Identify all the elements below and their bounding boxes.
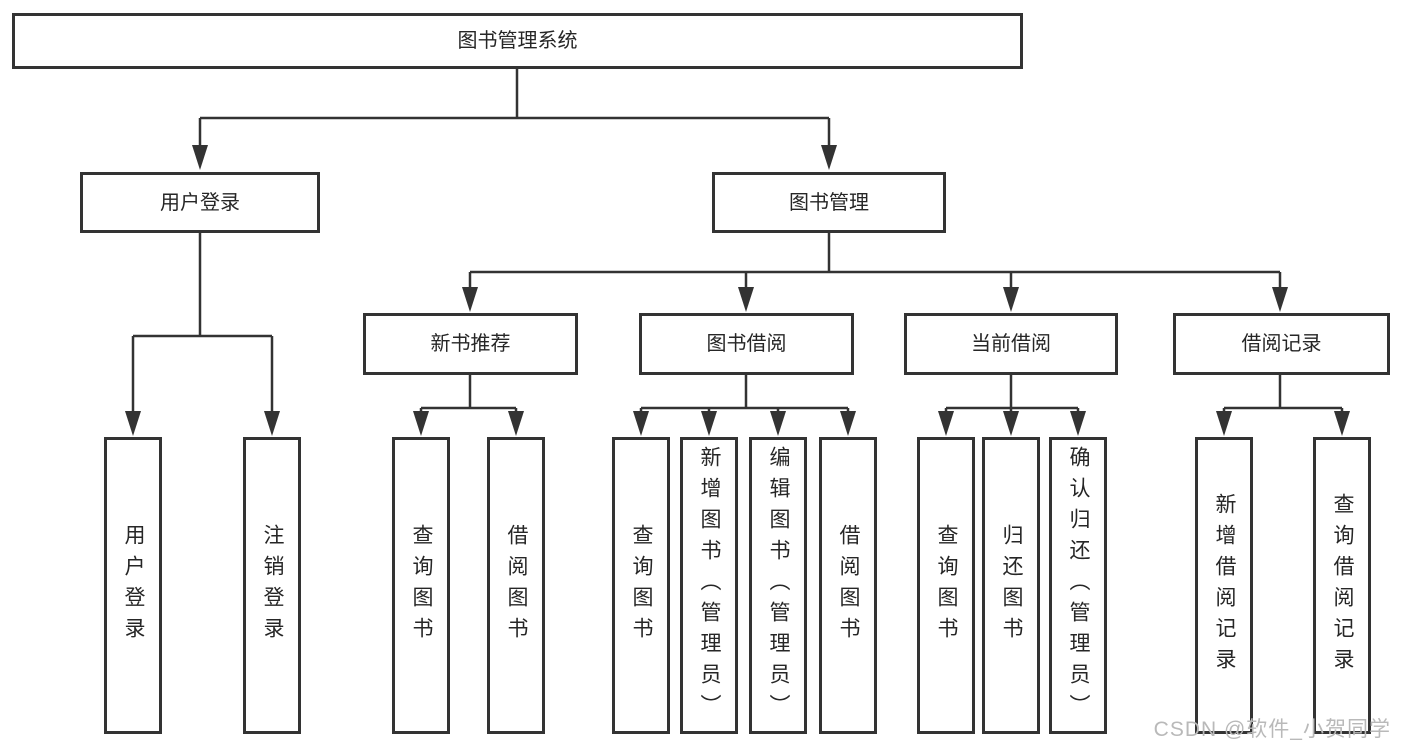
node-leaf-record-query: 查询借阅记录 [1313, 437, 1371, 734]
node-user-login: 用户登录 [80, 172, 320, 233]
node-new-book-recommend: 新书推荐 [363, 313, 578, 375]
node-leaf-borrow-edit-book-label: 编辑图书（管理员） [767, 446, 791, 725]
connector-root-to-level2 [192, 69, 837, 170]
node-leaf-current-query-book-label: 查询图书 [935, 523, 959, 648]
node-leaf-current-confirm-return: 确认归还（管理员） [1049, 437, 1107, 734]
connector-user-login-to-leaves [125, 233, 280, 436]
connector-new-book-recommend-to-leaves [413, 375, 524, 436]
connector-book-borrow-to-leaves [633, 375, 856, 436]
node-leaf-borrow-borrow-book: 借阅图书 [819, 437, 877, 734]
node-book-management: 图书管理 [712, 172, 946, 233]
node-leaf-record-add: 新增借阅记录 [1195, 437, 1253, 734]
node-borrow-record: 借阅记录 [1173, 313, 1390, 375]
node-root: 图书管理系统 [12, 13, 1023, 69]
node-leaf-logout-label: 注销登录 [261, 523, 285, 648]
node-root-label: 图书管理系统 [457, 30, 578, 52]
node-new-book-recommend-label: 新书推荐 [430, 333, 511, 355]
connector-book-management-to-level3 [462, 233, 1288, 312]
node-leaf-user-login-label: 用户登录 [122, 523, 146, 648]
node-leaf-user-login: 用户登录 [104, 437, 162, 734]
connector-current-borrow-to-leaves [938, 375, 1086, 436]
node-leaf-logout: 注销登录 [243, 437, 301, 734]
node-leaf-current-query-book: 查询图书 [917, 437, 975, 734]
node-user-login-label: 用户登录 [160, 191, 240, 214]
node-leaf-borrow-query-book-label: 查询图书 [630, 523, 654, 648]
node-leaf-recommend-query-book-label: 查询图书 [410, 523, 434, 648]
node-leaf-record-query-label: 查询借阅记录 [1331, 492, 1355, 679]
node-leaf-recommend-borrow-book-label: 借阅图书 [505, 523, 529, 648]
node-leaf-recommend-query-book: 查询图书 [392, 437, 450, 734]
connector-borrow-record-to-leaves [1216, 375, 1350, 436]
node-leaf-record-add-label: 新增借阅记录 [1213, 492, 1237, 679]
node-leaf-borrow-add-book: 新增图书（管理员） [680, 437, 738, 734]
node-current-borrow: 当前借阅 [904, 313, 1118, 375]
node-leaf-borrow-edit-book: 编辑图书（管理员） [749, 437, 807, 734]
node-leaf-current-return-book-label: 归还图书 [1000, 523, 1024, 648]
node-book-management-label: 图书管理 [789, 191, 869, 214]
csdn-watermark: CSDN @软件_小贺同学 [1153, 718, 1391, 741]
node-leaf-borrow-borrow-book-label: 借阅图书 [837, 523, 861, 648]
node-leaf-recommend-borrow-book: 借阅图书 [487, 437, 545, 734]
node-borrow-record-label: 借阅记录 [1241, 333, 1322, 355]
node-book-borrow-label: 图书借阅 [706, 333, 787, 355]
node-leaf-current-confirm-return-label: 确认归还（管理员） [1067, 446, 1091, 725]
node-leaf-current-return-book: 归还图书 [982, 437, 1040, 734]
node-leaf-borrow-query-book: 查询图书 [612, 437, 670, 734]
node-book-borrow: 图书借阅 [639, 313, 854, 375]
node-current-borrow-label: 当前借阅 [971, 333, 1051, 355]
node-leaf-borrow-add-book-label: 新增图书（管理员） [698, 446, 722, 725]
